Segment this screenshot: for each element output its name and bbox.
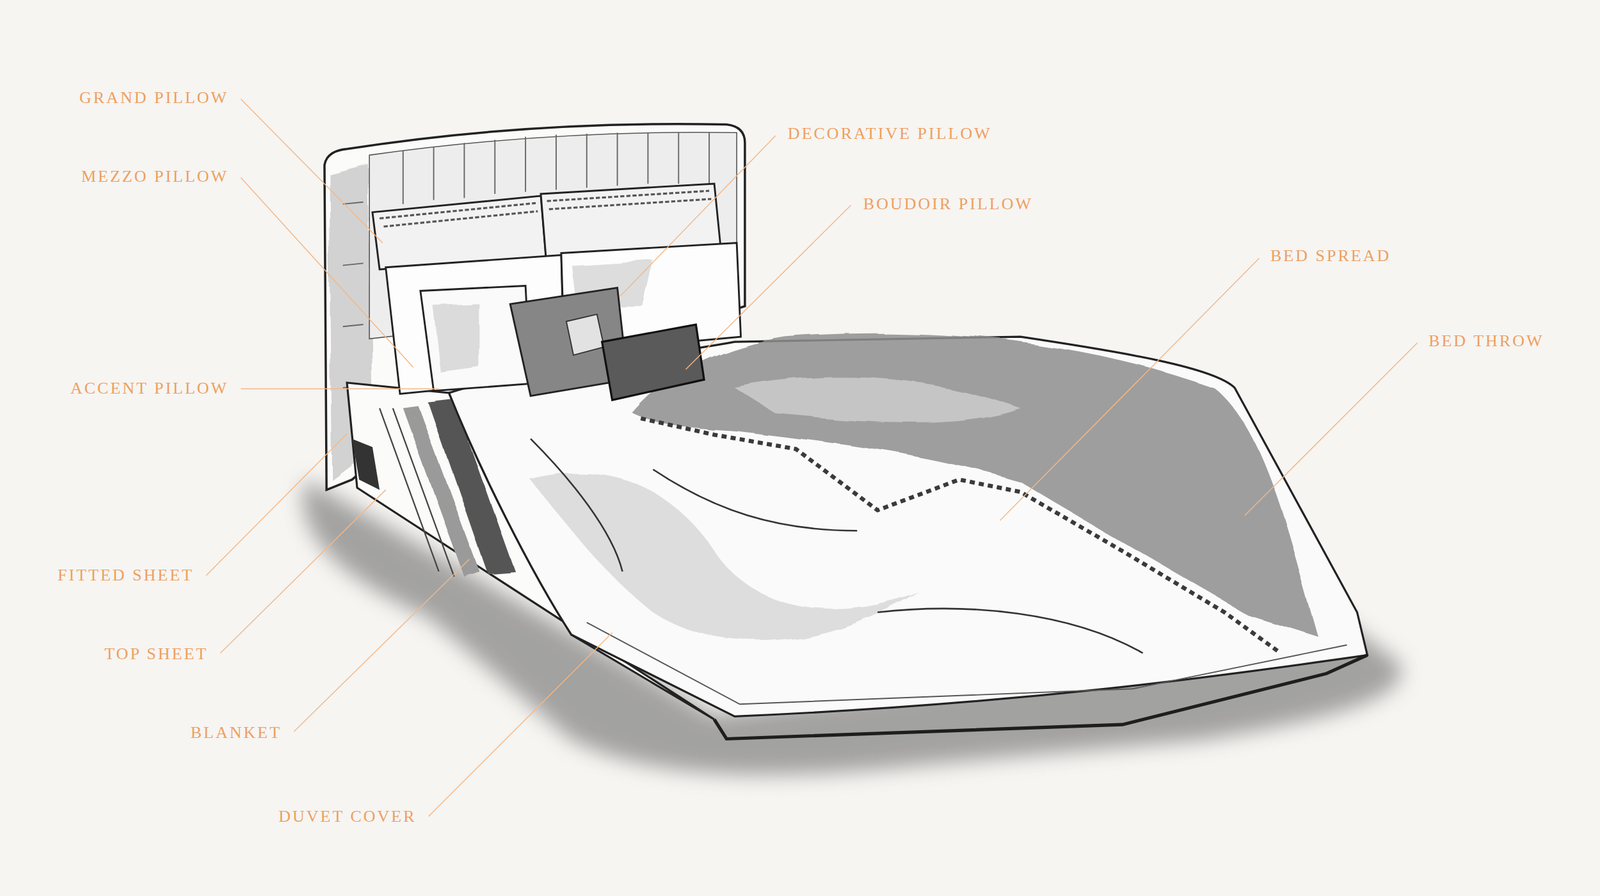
leader-line [620,135,776,296]
pillow-shade [433,304,480,373]
leader-line [685,205,851,370]
throw-highlight [734,376,1021,422]
part-label: ACCENT PILLOW [70,378,229,399]
tuft-line [677,132,680,184]
leader-line [428,632,613,817]
leader-line [220,489,386,653]
tuft-line [555,134,557,190]
accent-pillow [420,285,531,391]
part-label: GRAND PILLOW [79,87,229,108]
tuft-line [647,132,649,184]
tuft-line [524,136,527,192]
part-label: DUVET COVER [278,806,416,827]
bed-base [714,655,1368,740]
tuft-line [586,133,588,189]
bed-throw [632,333,1319,637]
tuft-line [343,263,364,265]
leader-lines [206,99,1418,817]
grand-pillow-trim [379,202,538,227]
leader-line [240,99,383,244]
part-label: BOUDOIR PILLOW [863,193,1033,214]
tuft-line [343,202,364,205]
part-label: MEZZO PILLOW [81,166,229,187]
leader-line [1000,257,1260,521]
leader-line [240,388,439,390]
grand-pillow-trim [547,190,712,210]
duvet-border [586,622,1348,705]
leader-line [1244,343,1417,516]
leader-line [293,559,470,732]
part-label: BED SPREAD [1270,246,1391,267]
leader-line [206,433,347,576]
sheet-edge [379,408,454,577]
tuft-line [616,132,619,186]
part-label: TOP SHEET [104,643,208,664]
part-label: DECORATIVE PILLOW [787,123,992,144]
tuft-line [343,324,364,327]
tuft-line [433,147,435,201]
tuft-line [494,139,496,194]
tuft-line [463,142,465,198]
boudoir-pillow [602,324,704,400]
handkerchief-pillow [566,314,605,356]
tuft-line [402,151,404,205]
part-label: BED THROW [1428,330,1544,351]
part-label: BLANKET [190,722,282,743]
tuft-line [708,132,710,184]
fitted-sheet-band [352,439,380,491]
throw-lace [640,418,1281,654]
leader-line [240,177,413,368]
part-label: FITTED SHEET [57,565,194,586]
